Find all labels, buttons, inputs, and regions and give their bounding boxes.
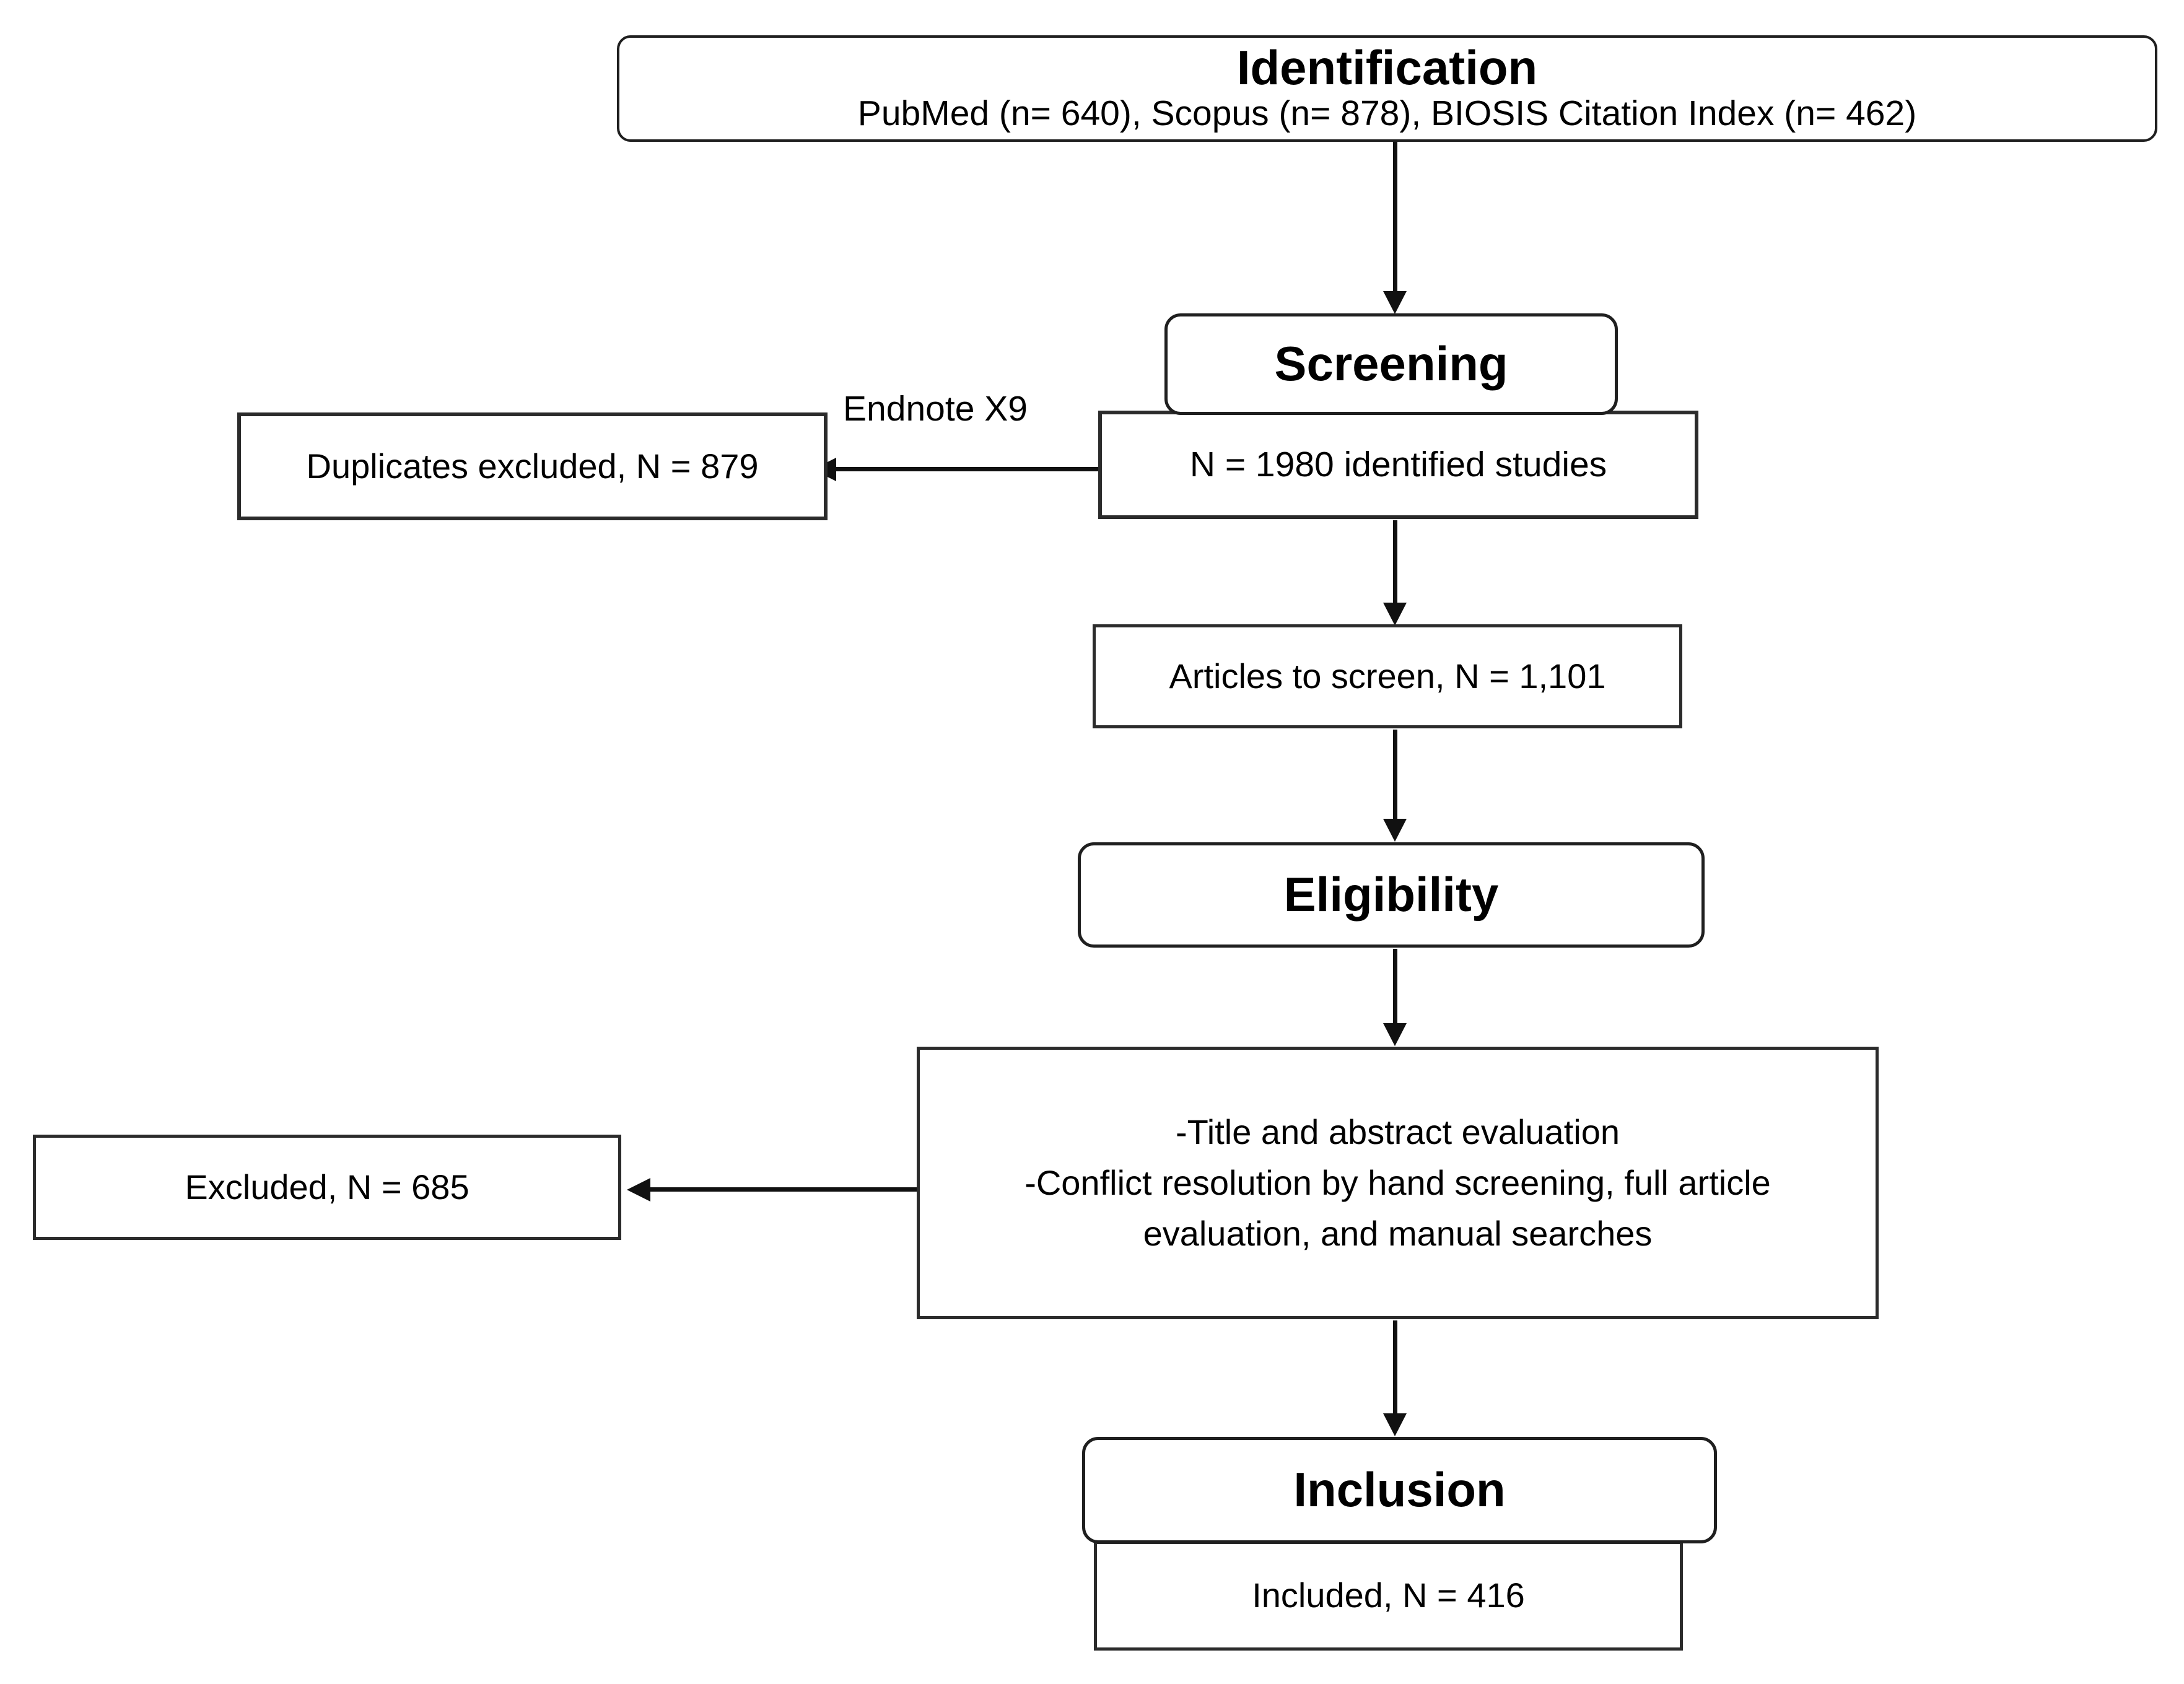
evaluation-line-2: -Conflict resolution by hand screening, … <box>1024 1163 1771 1203</box>
arrow-identification-to-screening-line <box>1393 139 1397 294</box>
duplicates-excluded-text: Duplicates excluded, N = 879 <box>306 446 759 486</box>
excluded-box: Excluded, N = 685 <box>33 1135 621 1240</box>
eligibility-header: Eligibility <box>1283 867 1499 922</box>
excluded-text: Excluded, N = 685 <box>185 1167 470 1206</box>
endnote-label: Endnote X9 <box>843 389 1028 429</box>
arrow-identification-to-screening-head <box>1383 291 1407 314</box>
duplicates-excluded-box: Duplicates excluded, N = 879 <box>237 412 828 520</box>
screening-header: Screening <box>1274 336 1508 391</box>
arrow-identified-to-articles-line <box>1393 520 1397 606</box>
arrow-eligibility-to-evaluation-line <box>1393 949 1397 1024</box>
identified-studies-text: N = 1980 identified studies <box>1189 444 1607 484</box>
evaluation-line-1: -Title and abstract evaluation <box>1176 1112 1620 1152</box>
included-text: Included, N = 416 <box>1252 1576 1525 1615</box>
arrow-to-excluded-line <box>649 1187 917 1192</box>
eligibility-box: Eligibility <box>1078 842 1705 948</box>
arrow-articles-to-eligibility-head <box>1383 819 1407 842</box>
identified-studies-box: N = 1980 identified studies <box>1098 411 1698 519</box>
arrow-evaluation-to-inclusion-line <box>1393 1320 1397 1415</box>
identification-box: Identification PubMed (n= 640), Scopus (… <box>617 35 2157 142</box>
inclusion-header: Inclusion <box>1293 1462 1506 1517</box>
identification-header: Identification <box>1236 40 1538 95</box>
arrow-to-excluded-head <box>627 1178 650 1202</box>
evaluation-box: -Title and abstract evaluation -Conflict… <box>917 1047 1879 1319</box>
arrow-to-duplicates-line <box>835 467 1099 471</box>
articles-to-screen-box: Articles to screen, N = 1,101 <box>1093 624 1682 728</box>
arrow-evaluation-to-inclusion-head <box>1383 1413 1407 1436</box>
articles-to-screen-text: Articles to screen, N = 1,101 <box>1169 656 1606 696</box>
arrow-eligibility-to-evaluation-head <box>1383 1023 1407 1046</box>
included-box: Included, N = 416 <box>1094 1541 1683 1651</box>
inclusion-box: Inclusion <box>1082 1437 1717 1543</box>
arrow-articles-to-eligibility-line <box>1393 730 1397 820</box>
evaluation-line-3: evaluation, and manual searches <box>1143 1213 1653 1253</box>
arrow-identified-to-articles-head <box>1383 603 1407 626</box>
screening-box: Screening <box>1164 313 1618 415</box>
identification-sources: PubMed (n= 640), Scopus (n= 878), BIOSIS… <box>857 94 1917 134</box>
